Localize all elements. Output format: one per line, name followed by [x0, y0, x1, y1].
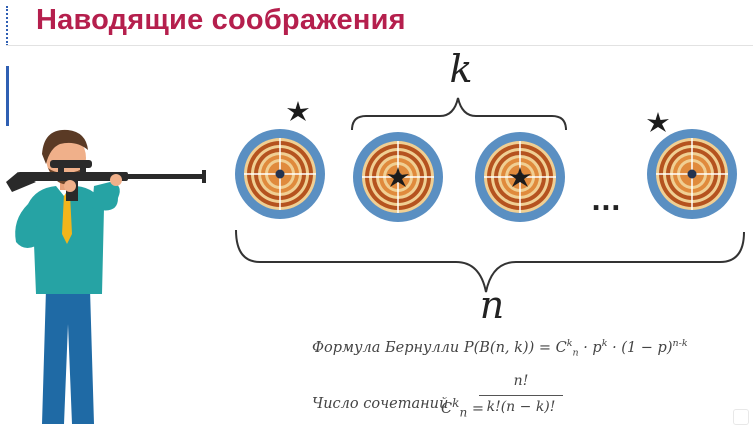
brace-k — [351, 97, 567, 131]
target-1 — [234, 128, 326, 220]
label-k: k — [449, 47, 472, 91]
bernoulli-prefix: Формула Бернулли P(B(n, k)) = C — [312, 339, 567, 356]
hit-star-4 — [647, 112, 669, 132]
corner-control-icon[interactable] — [733, 409, 749, 425]
target-4 — [646, 128, 738, 220]
slide-title: Наводящие соображения — [36, 4, 406, 36]
bernoulli-sup-nk: n-k — [672, 338, 688, 349]
hunter-illustration — [6, 129, 206, 424]
slide-edge-bar — [6, 66, 9, 126]
slide-edge-dots — [6, 6, 10, 46]
combination-label: Число сочетаний — [312, 396, 449, 412]
comb-sup-k: k — [452, 396, 460, 410]
hit-star-1 — [287, 101, 309, 121]
brace-n — [235, 229, 745, 293]
combination-lhs: Ckn = — [441, 396, 484, 420]
fraction-numerator: n! — [513, 373, 529, 389]
fraction-bar — [479, 395, 563, 396]
combination-fraction: n! k!(n − k)! — [479, 373, 563, 415]
bernoulli-mid: · p — [578, 339, 602, 356]
bernoulli-sup-k2: k — [601, 338, 608, 349]
ellipsis: ... — [591, 187, 621, 217]
label-n: n — [480, 283, 504, 327]
bernoulli-sup-k: k — [566, 338, 573, 349]
title-divider — [6, 45, 753, 46]
fraction-denominator: k!(n − k)! — [486, 399, 556, 415]
bernoulli-sub-n: n — [572, 347, 579, 359]
comb-sub-n: n — [459, 405, 468, 420]
bernoulli-formula: Формула Бернулли P(B(n, k)) = Ckn · pk ·… — [312, 338, 688, 359]
bernoulli-tail: · (1 − p) — [607, 339, 673, 356]
comb-c: C — [441, 400, 453, 417]
comb-eq: = — [467, 400, 484, 417]
